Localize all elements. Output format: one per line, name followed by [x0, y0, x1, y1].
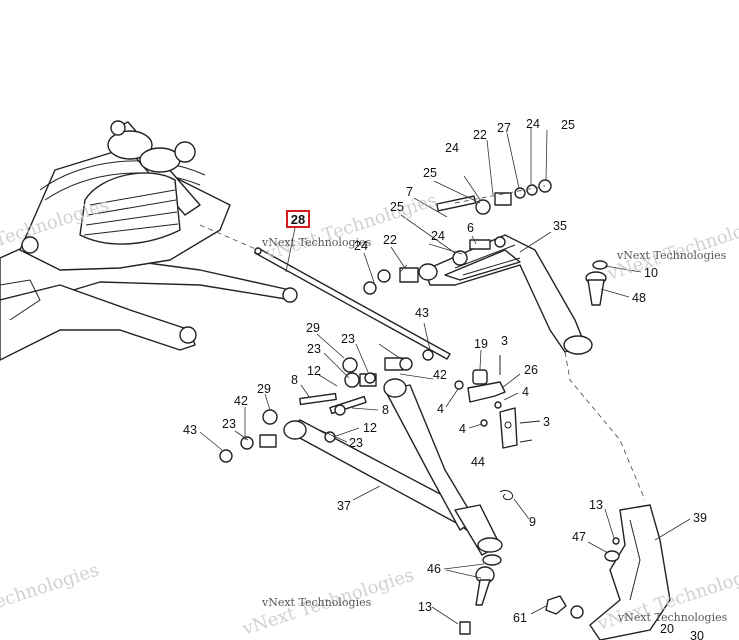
callout-label[interactable]: 10 — [644, 266, 658, 280]
callout-label[interactable]: 22 — [473, 128, 487, 142]
callout-label[interactable]: 29 — [306, 321, 320, 335]
lower-arm-hardware — [219, 349, 434, 463]
upper-arm-hardware — [363, 179, 552, 295]
callout-label[interactable]: 6 — [467, 221, 474, 235]
callout-label[interactable]: 46 — [427, 562, 441, 576]
watermark-text: vNext Technologies — [617, 611, 728, 624]
watermark-text: vNext Technologies — [616, 249, 727, 262]
watermark-text: vNext Technologies — [604, 210, 739, 286]
dash-upper — [454, 185, 546, 204]
callout-label[interactable]: 7 — [406, 185, 413, 199]
callout-label[interactable]: 61 — [513, 611, 527, 625]
callout-label[interactable]: 12 — [307, 364, 321, 378]
watermark-text: vNext Technologies — [0, 560, 102, 636]
callout-label[interactable]: 12 — [363, 421, 377, 435]
callout-label[interactable]: 25 — [423, 166, 437, 180]
callout-label[interactable]: 3 — [543, 415, 550, 429]
callout-label[interactable]: 13 — [418, 600, 432, 614]
watermark-text: vNext Technologies — [261, 236, 372, 249]
rod-28 — [254, 247, 451, 360]
callout-label[interactable]: 48 — [632, 291, 646, 305]
lower-a-arm — [283, 378, 503, 556]
callout-label[interactable]: 27 — [497, 121, 511, 135]
callout-label[interactable]: 4 — [459, 422, 466, 436]
callout-label[interactable]: 42 — [234, 394, 248, 408]
ball-joint-48 — [585, 260, 608, 306]
watermark-text: vNext Technologies — [261, 596, 372, 609]
callout-label[interactable]: 47 — [572, 530, 586, 544]
callout-label[interactable]: 37 — [337, 499, 351, 513]
callout-labels: 25 24 22 27 24 25 7 25 22 24 6 35 10 48 … — [183, 117, 707, 640]
brackets — [454, 355, 541, 449]
callout-label[interactable]: 42 — [433, 368, 447, 382]
callout-label[interactable]: 8 — [291, 373, 298, 387]
callout-label[interactable]: 30 — [690, 629, 704, 640]
callout-label[interactable]: 20 — [660, 622, 674, 636]
callout-label[interactable]: 25 — [561, 118, 575, 132]
callout-label[interactable]: 29 — [257, 382, 271, 396]
callout-label[interactable]: 44 — [471, 455, 485, 469]
callout-label[interactable]: 22 — [383, 233, 397, 247]
clip-9 — [499, 489, 514, 501]
lower-ball-joint — [459, 554, 584, 635]
upper-a-arm — [418, 234, 593, 355]
dash-rod-left — [199, 224, 259, 251]
callout-label[interactable]: 9 — [529, 515, 536, 529]
callout-label[interactable]: 4 — [522, 385, 529, 399]
callout-label[interactable]: 26 — [524, 363, 538, 377]
callout-label[interactable]: 4 — [437, 402, 444, 416]
highlighted-callout-28[interactable]: 28 — [286, 210, 310, 228]
callout-label[interactable]: 39 — [693, 511, 707, 525]
callout-label[interactable]: 43 — [415, 306, 429, 320]
callout-label[interactable]: 23 — [341, 332, 355, 346]
dash-knuckle — [564, 351, 646, 501]
callout-label[interactable]: 3 — [501, 334, 508, 348]
callout-label[interactable]: 24 — [526, 117, 540, 131]
shock-absorber — [79, 120, 201, 245]
callout-label[interactable]: 35 — [553, 219, 567, 233]
callout-label[interactable]: 23 — [307, 342, 321, 356]
callout-label[interactable]: 19 — [474, 337, 488, 351]
callout-label[interactable]: 8 — [382, 403, 389, 417]
steering-knuckle — [589, 504, 671, 640]
callout-label[interactable]: 13 — [589, 498, 603, 512]
callout-label[interactable]: 24 — [445, 141, 459, 155]
callout-label[interactable]: 25 — [390, 200, 404, 214]
callout-label[interactable]: 24 — [354, 239, 368, 253]
callout-label[interactable]: 23 — [222, 417, 236, 431]
callout-label[interactable]: 23 — [349, 436, 363, 450]
callout-label[interactable]: 24 — [431, 229, 445, 243]
callout-label[interactable]: 43 — [183, 423, 197, 437]
leader-lines — [199, 128, 691, 625]
